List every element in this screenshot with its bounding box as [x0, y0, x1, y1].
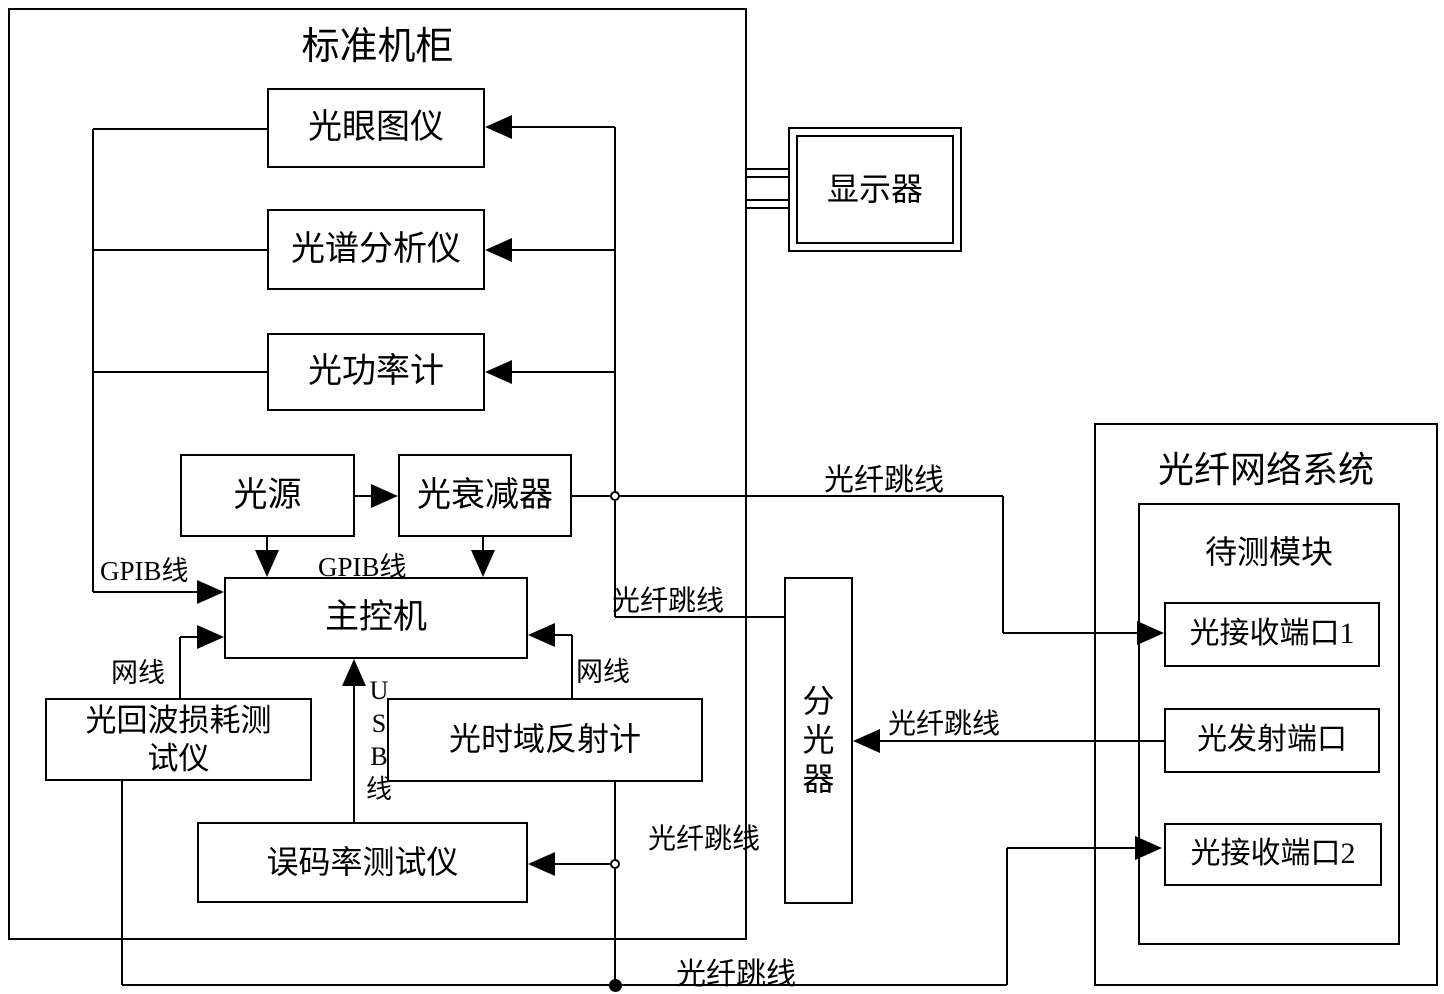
monitor-cable-1-bottom — [747, 176, 788, 178]
fiber-junction-dot — [608, 978, 622, 992]
eye-arrow-line — [511, 126, 615, 128]
return-loss-lan-horizontal — [180, 636, 200, 638]
arrow-into-ber-tester — [528, 852, 555, 876]
optical-splitter-box: 分光器 — [784, 577, 853, 904]
rack-container-title: 标准机柜 — [301, 26, 454, 68]
rx-port1-box: 光接收端口1 — [1164, 602, 1380, 667]
gpib-cable-label-middle: GPIB线 — [318, 552, 407, 582]
light-source-box: 光源 — [180, 454, 355, 537]
fiber-to-rx1 — [1003, 632, 1138, 634]
optical-power-meter-box-label: 光功率计 — [308, 353, 444, 391]
otdr-lan-vertical — [571, 635, 573, 698]
right-rail — [614, 127, 616, 491]
rack-container: 标准机柜 — [8, 8, 747, 940]
gpib-cable-label-left: GPIB线 — [100, 556, 189, 586]
arrow-attenuator-down — [471, 550, 495, 577]
spectrum-analyzer-box: 光谱分析仪 — [267, 209, 485, 290]
return-loss-tester-box: 光回波损耗测试仪 — [45, 698, 312, 781]
rx2-feed-horizontal — [1007, 847, 1136, 849]
arrow-usb-up — [342, 659, 366, 686]
monitor-cable-2-bottom — [747, 207, 788, 209]
host-computer-box-label: 主控机 — [325, 599, 427, 637]
power-arrow-line — [511, 371, 615, 373]
arrow-into-splitter — [853, 729, 880, 753]
return-loss-fiber-vertical — [121, 781, 123, 985]
optical-attenuator-box: 光衰减器 — [398, 454, 572, 537]
bottom-fiber-horizontal — [122, 984, 1007, 986]
fiber-connector-top — [610, 491, 620, 501]
return-loss-tester-box-label: 光回波损耗测试仪 — [85, 702, 272, 776]
arrow-into-rx-port2 — [1135, 836, 1162, 860]
arrow-lan-into-host-right — [528, 623, 555, 647]
return-loss-lan-vertical — [179, 637, 181, 698]
left-rail — [92, 129, 94, 592]
ber-tester-box-label: 误码率测试仪 — [266, 843, 459, 880]
spectrum-arrow-line — [511, 249, 615, 251]
module-under-test-container-title: 待测模块 — [1204, 534, 1333, 570]
fiber-jumper-label-middle: 光纤跳线 — [612, 586, 725, 617]
attenuator-gpib-drop — [482, 537, 484, 555]
module-under-test-container: 待测模块 — [1138, 503, 1400, 945]
spectrum-left-branch — [93, 249, 267, 251]
fiber-jumper-label-bottom: 光纤跳线 — [676, 958, 796, 991]
tx-port-box: 光发射端口 — [1164, 708, 1380, 773]
circle2-to-dot — [614, 869, 616, 985]
otdr-box-label: 光时域反射计 — [448, 721, 641, 758]
otdr-lan-horizontal — [552, 634, 572, 636]
power-left-branch — [93, 371, 267, 373]
source-to-attenuator — [355, 495, 374, 497]
ber-tester-box: 误码率测试仪 — [197, 822, 528, 903]
spectrum-analyzer-box-label: 光谱分析仪 — [291, 230, 461, 268]
tx-port-box-label: 光发射端口 — [1197, 723, 1347, 757]
arrow-into-power-meter — [485, 360, 512, 384]
splitter-feed — [615, 616, 784, 618]
arrow-lan-into-host-left — [197, 625, 224, 649]
eye-diagram-analyzer-box: 光眼图仪 — [267, 88, 485, 168]
eye-left-branch — [93, 128, 267, 130]
fiber-jumper-label-tx: 光纤跳线 — [888, 709, 1001, 740]
fiber-top-horizontal — [620, 495, 1003, 497]
arrow-into-eye-analyzer — [485, 115, 512, 139]
attenuator-to-circle — [572, 495, 610, 497]
monitor-box-inner-frame: 显示器 — [796, 135, 954, 244]
rx-port1-box-label: 光接收端口1 — [1189, 617, 1355, 651]
ber-feed — [552, 863, 610, 865]
optical-attenuator-box-label: 光衰减器 — [417, 476, 553, 514]
fiber-network-container: 光纤网络系统 — [1094, 423, 1438, 986]
monitor-box: 显示器 — [788, 127, 962, 252]
monitor-cable-2-top — [747, 199, 788, 201]
eye-diagram-analyzer-box-label: 光眼图仪 — [308, 109, 444, 147]
monitor-box-label: 显示器 — [826, 170, 923, 207]
arrow-into-attenuator — [371, 484, 398, 508]
fiber-top-vertical — [1002, 496, 1004, 633]
otdr-box: 光时域反射计 — [387, 698, 703, 782]
rx2-feed-vertical — [1006, 848, 1008, 985]
fiber-connector-bottom — [610, 859, 620, 869]
host-computer-box: 主控机 — [224, 577, 528, 659]
light-source-box-label: 光源 — [233, 476, 302, 514]
fiber-jumper-label-ber: 光纤跳线 — [648, 824, 761, 855]
arrow-into-spectrum — [485, 238, 512, 262]
circle-drop — [614, 501, 616, 617]
optical-splitter-box-label: 分光器 — [802, 682, 835, 798]
rx-port2-box-label: 光接收端口2 — [1190, 837, 1356, 871]
rx-port2-box: 光接收端口2 — [1164, 823, 1382, 886]
arrow-into-rx-port1 — [1137, 621, 1164, 645]
lan-cable-label-left: 网线 — [111, 658, 165, 688]
optical-power-meter-box: 光功率计 — [267, 333, 485, 411]
gpib-feed-to-host — [93, 591, 200, 593]
lan-cable-label-right: 网线 — [576, 657, 630, 687]
monitor-cable-1-top — [747, 168, 788, 170]
fiber-jumper-label-top: 光纤跳线 — [824, 464, 944, 497]
arrow-source-down — [255, 550, 279, 577]
source-gpib-drop — [266, 537, 268, 555]
otdr-fiber-drop — [614, 782, 616, 859]
tx-to-splitter — [879, 740, 1164, 742]
arrow-gpib-into-host — [197, 580, 224, 604]
usb-line — [353, 685, 355, 822]
fiber-network-container-title: 光纤网络系统 — [1157, 450, 1374, 490]
